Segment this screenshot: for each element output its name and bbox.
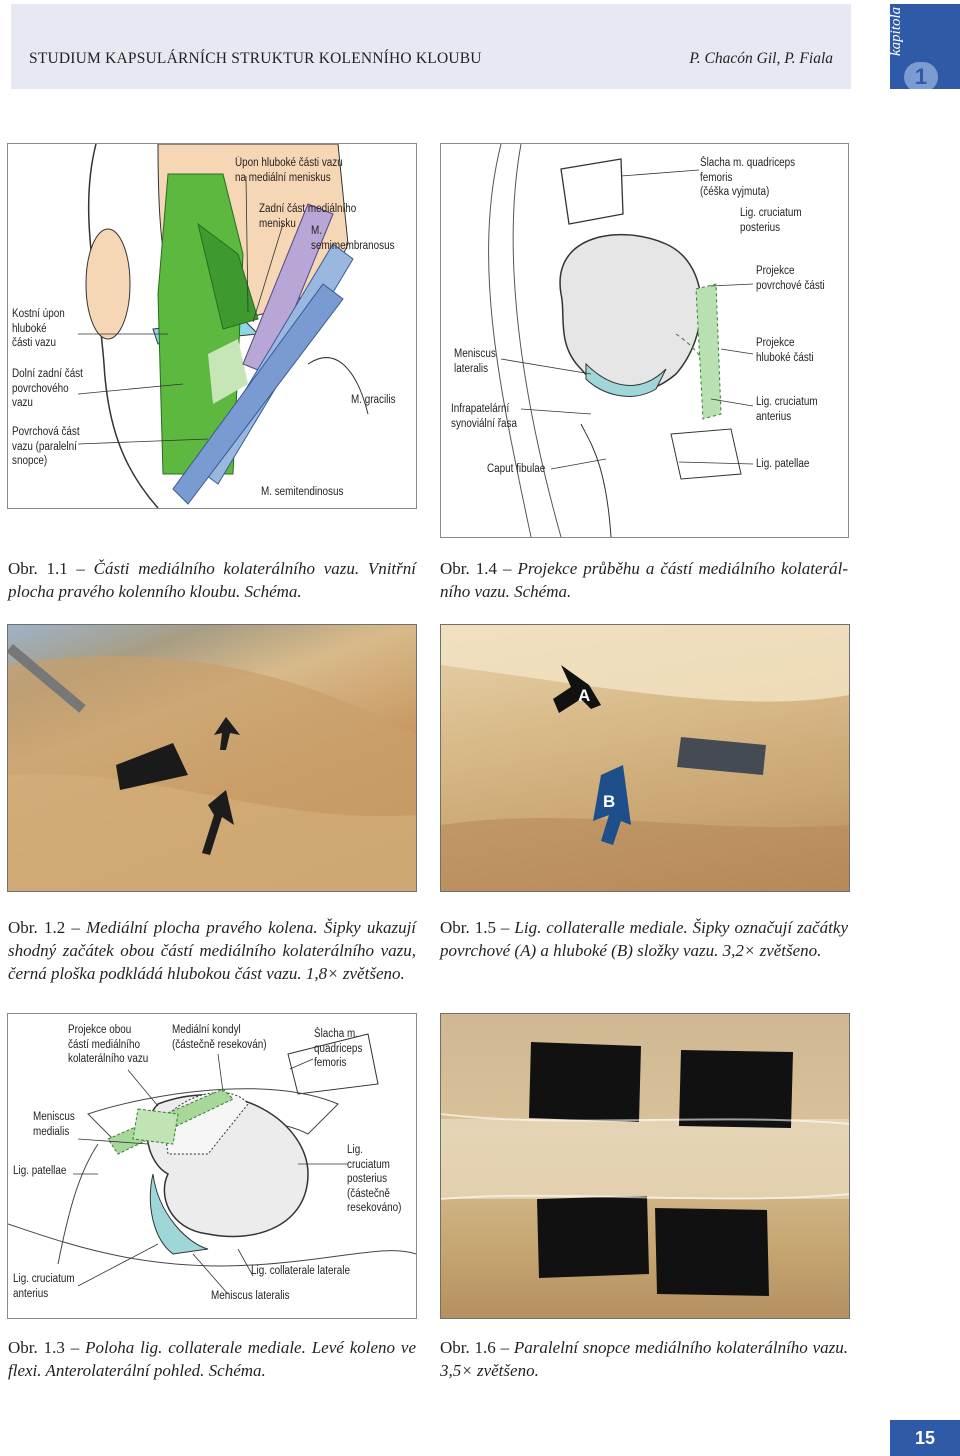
figure-1-2-photo <box>7 624 417 892</box>
arrow-upper <box>214 717 240 750</box>
arrow-lower <box>202 790 234 855</box>
caption-1-3: Obr. 1.3 – Poloha lig. collaterale media… <box>8 1338 417 1380</box>
figure-1-3: Projekce obou částí mediálního kolaterál… <box>7 1013 417 1319</box>
label-infrapatelarni: Infrapatelární synoviální řasa <box>451 403 517 430</box>
caption-1-1-text: Části mediálního kolaterálního vazu. Vni… <box>8 559 416 601</box>
label-semitendinosus: M. semitendinosus <box>261 486 344 498</box>
caption-1-3-number: Obr. 1.3 <box>8 1338 65 1357</box>
label-gracilis: M. gracilis <box>351 394 396 406</box>
chapter-number: 1 <box>904 62 938 89</box>
figure-1-4: Šlacha m. quadriceps femoris (čéška vyjm… <box>440 143 849 538</box>
figure-1-6-photo <box>440 1013 850 1319</box>
chapter-label: kapitola <box>890 6 904 56</box>
caption-1-6: Obr. 1.6 – Paralelní snopce mediálního k… <box>440 1338 848 1380</box>
label-lig-patellae: Lig. patellae <box>756 458 810 470</box>
label-upon: Úpon hluboké části vazu na mediální meni… <box>235 157 343 184</box>
caption-1-4: Obr. 1.4 – Projekce průběhu a částí medi… <box>440 559 849 601</box>
label-cruciatum-posterius-2: Lig. cruciatum posterius (částečně resek… <box>347 1144 402 1214</box>
running-authors: P. Chacón Gil, P. Fiala <box>689 50 833 67</box>
label-cruciatum-anterius-2: Lig. cruciatum anterius <box>13 1273 75 1300</box>
figure-1-2-drawing <box>8 644 416 891</box>
label-projekce-obou: Projekce obou částí mediálního kolaterál… <box>68 1024 149 1065</box>
label-projekce-hluboke: Projekce hluboké části <box>756 337 814 364</box>
running-header: STUDIUM KAPSULÁRNÍCH STRUKTUR KOLENNÍHO … <box>11 4 851 89</box>
label-collaterale-laterale: Lig. collaterale laterale <box>251 1265 350 1277</box>
caption-1-6-number: Obr. 1.6 <box>440 1338 496 1357</box>
caption-1-2: Obr. 1.2 – Mediální plocha pravého kolen… <box>8 918 417 983</box>
caption-1-2-text: Mediální plocha pravého kolena. Šipky uk… <box>8 918 417 983</box>
label-povrchova: Povrchová část vazu (paralelní snopce) <box>12 426 80 467</box>
label-cruciatum-posterius: Lig. cruciatum posterius <box>740 207 802 234</box>
figure-1-1: Úpon hluboké části vazu na mediální meni… <box>7 143 417 509</box>
label-kostni-upon: Kostní úpon hluboké části vazu <box>12 308 65 349</box>
label-meniscus-medialis: Meniscus medialis <box>33 1111 75 1138</box>
figure-1-6-drawing <box>441 1042 849 1296</box>
label-zadni-cast: Zadní část mediálního menisku <box>259 203 357 230</box>
figure-1-3-drawing <box>8 1033 416 1295</box>
label-medialni-kondyl: Mediální kondyl (částečně resekován) <box>172 1024 267 1051</box>
caption-1-3-text: Poloha lig. collaterale mediale. Levé ko… <box>8 1338 417 1380</box>
page-number: 15 <box>890 1420 960 1456</box>
caption-1-2-number: Obr. 1.2 <box>8 918 66 937</box>
caption-1-4-number: Obr. 1.4 <box>440 559 497 578</box>
label-semimembranosus: M. semimembranosus <box>311 225 395 252</box>
caption-1-6-text: Paralelní snopce mediálního kolaterálníh… <box>440 1338 848 1380</box>
chapter-tab: kapitola 1 <box>890 4 960 89</box>
figure-1-5-photo: A B <box>440 624 850 892</box>
label-caput-fibulae: Caput fibulae <box>487 463 546 475</box>
caption-1-5-text: Lig. collateralle mediale. Šipky označuj… <box>440 918 848 960</box>
label-dolni-zadni: Dolní zadní část povrchového vazu <box>12 368 83 409</box>
caption-1-1: Obr. 1.1 – Části mediálního kolaterálníh… <box>8 559 416 601</box>
label-meniscus-lateralis-2: Meniscus lateralis <box>211 1290 290 1302</box>
running-title: STUDIUM KAPSULÁRNÍCH STRUKTUR KOLENNÍHO … <box>29 50 482 67</box>
figure-1-5-drawing: A B <box>441 625 849 891</box>
label-slacha-quadriceps: Šlacha m. quadriceps femoris (čéška vyjm… <box>700 157 796 198</box>
label-lig-patellae-2: Lig. patellae <box>13 1165 67 1177</box>
label-meniscus-lateralis: Meniscus lateralis <box>454 348 496 375</box>
figure-1-4-drawing <box>488 144 754 537</box>
label-cruciatum-anterius: Lig. cruciatum anterius <box>756 396 818 423</box>
label-slacha-quadriceps-2: Šlacha m. quadriceps femoris <box>314 1028 363 1069</box>
caption-1-5: Obr. 1.5 – Lig. collateralle mediale. Ši… <box>440 918 848 960</box>
label-projekce-povrchove: Projekce povrchové části <box>756 265 825 292</box>
figure-1-1-drawing <box>77 144 369 508</box>
caption-1-5-number: Obr. 1.5 <box>440 918 496 937</box>
caption-1-4-text: Projekce průběhu a částí mediálního kola… <box>440 559 849 601</box>
arrow-b-label: B <box>603 792 615 811</box>
arrow-a-label: A <box>578 686 590 705</box>
caption-1-1-number: Obr. 1.1 <box>8 559 68 578</box>
